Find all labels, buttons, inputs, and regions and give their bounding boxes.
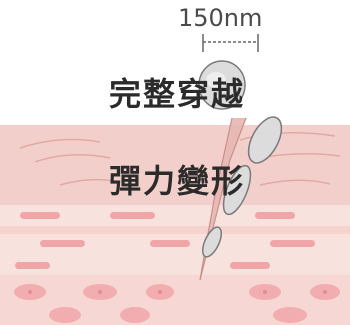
skin-surface-layer <box>0 125 350 205</box>
caption-full-penetration: 完整穿越 <box>109 75 246 113</box>
dermis-stripe <box>20 212 60 219</box>
dermis-divider <box>0 226 350 234</box>
particles <box>198 60 283 258</box>
dermis-stripe <box>15 262 50 269</box>
dermis-layer <box>0 205 350 275</box>
cell-nucleus <box>323 290 327 294</box>
crack-edge-right <box>199 117 247 281</box>
dermis-stripe <box>270 240 315 247</box>
cell <box>49 307 81 323</box>
cell-nucleus <box>158 290 162 294</box>
caption-elastic-deformation: 彈力變形 <box>109 162 246 200</box>
cell-layer <box>0 275 350 325</box>
particle-squeezed <box>201 226 223 258</box>
cell-nucleus <box>263 290 267 294</box>
particle-deforming <box>247 116 283 164</box>
scale-bar <box>202 34 259 52</box>
particle-deforming <box>222 164 252 216</box>
cell <box>120 307 150 323</box>
cell <box>273 307 307 323</box>
cell-nucleus <box>28 290 32 294</box>
scale-bar-label: 150nm <box>178 4 263 32</box>
dermis-stripe <box>40 240 85 247</box>
dermis-stripe <box>255 212 295 219</box>
skin-texture-lines <box>19 132 341 186</box>
dermis-stripe <box>150 240 190 247</box>
cell-nucleus <box>98 290 102 294</box>
dermis-stripe <box>110 212 155 219</box>
skin-surface-band <box>0 125 350 205</box>
dermis-stripe <box>230 262 270 269</box>
particle-highlight <box>206 72 226 88</box>
